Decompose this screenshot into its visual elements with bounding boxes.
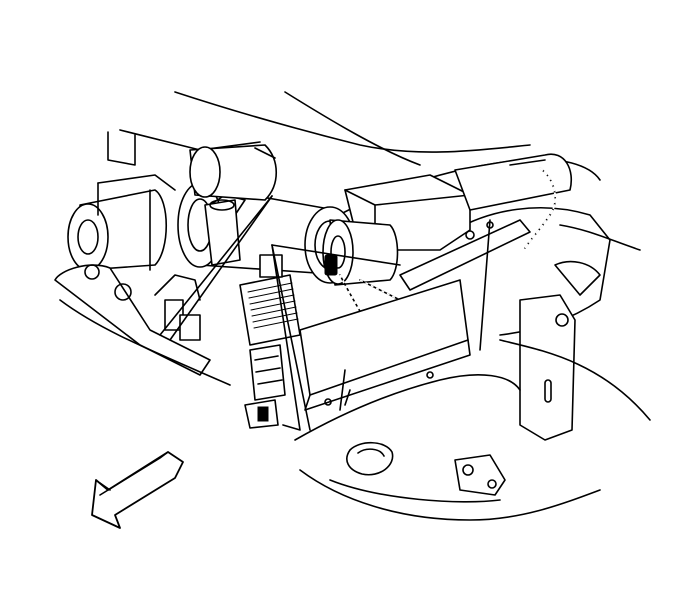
right-cylinder-and-cover xyxy=(322,174,471,286)
tie-rod-tube xyxy=(399,153,572,291)
slot-hole xyxy=(544,379,552,403)
bolt-head xyxy=(84,264,100,280)
connector-block-lower xyxy=(249,344,286,401)
module-cooling-fins xyxy=(247,282,299,329)
lower-crossmember xyxy=(294,374,601,521)
frame-rail-right xyxy=(454,206,651,441)
electrical-connectors xyxy=(244,254,338,429)
upper-cylinder-unit xyxy=(189,144,277,201)
callout-leader-lines xyxy=(159,195,491,431)
upper-pedestal xyxy=(204,199,241,266)
forward-arrow-icon xyxy=(91,451,184,529)
module-mounting-bracket xyxy=(299,279,471,411)
mount-hole xyxy=(555,313,569,327)
left-cylinder-unit xyxy=(67,174,176,271)
bolt-head xyxy=(114,283,132,301)
frame-oval-hole xyxy=(346,441,394,476)
connector-black-upper xyxy=(324,254,338,276)
left-mount-bracket xyxy=(54,264,231,386)
frame-bracket xyxy=(454,454,506,496)
